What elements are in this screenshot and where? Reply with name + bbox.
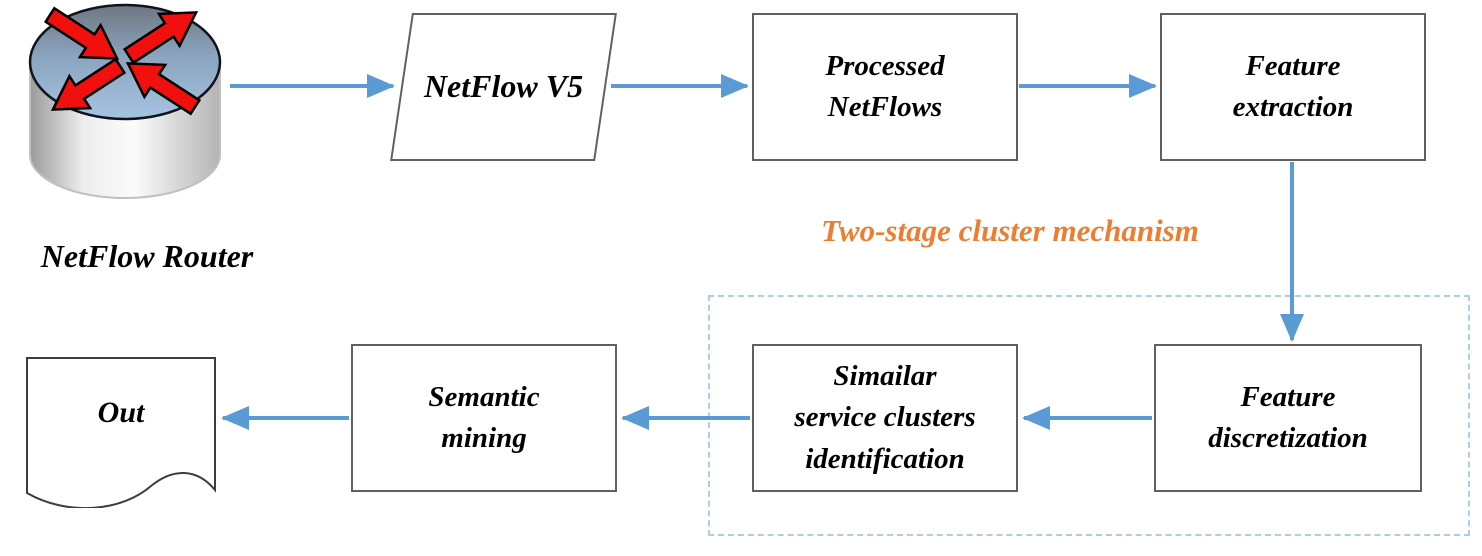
arrow-in-bottom-right <box>125 62 202 116</box>
node-similar-service-clusters-label: Simailar service clusters identification <box>794 360 976 475</box>
two-stage-cluster-label: Two-stage cluster mechanism <box>821 213 1199 248</box>
node-processed-netflows-label: Processed NetFlows <box>825 49 945 123</box>
arrow-out-top-right <box>122 11 199 65</box>
netflow-router-icon <box>28 3 222 199</box>
node-similar-service-clusters: Simailar service clusters identification <box>752 344 1018 492</box>
node-processed-netflows: Processed NetFlows <box>752 13 1018 161</box>
arrow-out-bottom-left <box>50 57 127 111</box>
node-feature-discretization: Feature discretization <box>1154 344 1422 492</box>
node-feature-discretization-label: Feature discretization <box>1208 380 1368 454</box>
node-feature-extraction: Feature extraction <box>1160 13 1426 161</box>
node-out: Out <box>25 358 217 468</box>
router-red-arrows <box>43 6 202 116</box>
arrow-in-top-left <box>43 6 120 60</box>
router-caption: NetFlow Router <box>40 238 254 274</box>
node-out-label: Out <box>97 395 145 429</box>
out-document-shape <box>26 357 216 508</box>
node-netflow-v5: NetFlow V5 <box>390 13 617 161</box>
node-semantic-mining: Semantic mining <box>351 344 617 492</box>
torn-page-icon <box>26 357 216 508</box>
node-netflow-v5-label: NetFlow V5 <box>423 68 584 105</box>
node-feature-extraction-label: Feature extraction <box>1232 49 1354 123</box>
node-semantic-mining-label: Semantic mining <box>428 380 540 454</box>
